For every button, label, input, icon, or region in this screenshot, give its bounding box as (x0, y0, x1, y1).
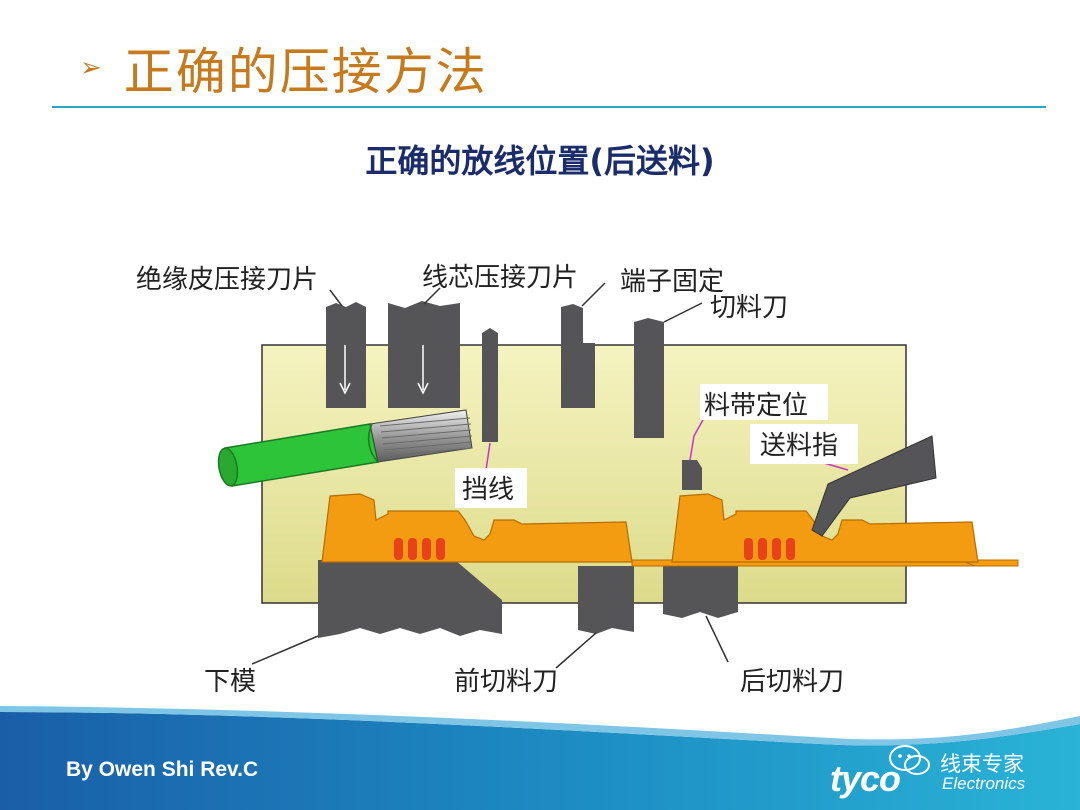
bullet-arrow-icon: ➢ (80, 53, 102, 83)
wire (217, 409, 473, 487)
leader-rear-cut (705, 615, 729, 663)
terminal-1 (321, 493, 633, 563)
label-terminal-fixing: 端子固定 (620, 267, 724, 297)
front-cut-knife (578, 566, 634, 634)
leader-front-cut (555, 632, 597, 669)
label-wire-stop: 挡线 (462, 475, 514, 505)
label-cutting-knife: 切料刀 (710, 293, 788, 323)
wechat-account-name: 线束专家 (940, 752, 1024, 776)
wire-stop-plate (482, 328, 498, 442)
insulation-crimp-blade (326, 302, 366, 408)
wire-stop-label-bg (455, 468, 527, 508)
strip-positioning-label-bg (700, 384, 828, 420)
terminal-hold-down (561, 304, 595, 408)
leader-wire-stop (485, 442, 491, 471)
feed-finger (811, 435, 937, 537)
lower-die (318, 560, 502, 638)
leader-cutting-knife (663, 302, 703, 323)
rear-cut-knife (663, 566, 738, 618)
label-front-cut-knife: 前切料刀 (454, 667, 558, 697)
strip-locator-pin (682, 460, 702, 490)
footer-author: By Owen Shi Rev.C (66, 758, 259, 781)
terminal-2 (671, 493, 979, 563)
wechat-icon (889, 745, 930, 775)
subtitle: 正确的放线位置(后送料) (365, 142, 715, 180)
label-rear-cut-knife: 后切料刀 (740, 667, 844, 697)
title-text: 正确的压接方法 (123, 43, 488, 101)
leader-terminal-fixing (581, 282, 606, 307)
label-lower-die: 下模 (204, 667, 256, 697)
slide-title: ➢ 正确的压接方法 (80, 38, 488, 101)
leader-insulation (329, 289, 343, 307)
brand-logo: tyco (830, 758, 901, 799)
footer-wave-highlight (0, 706, 1080, 746)
footer-band (0, 712, 1080, 810)
label-feed-finger: 送料指 (760, 431, 838, 461)
title-divider (52, 106, 1046, 108)
leader-lower-die (251, 635, 319, 665)
leader-core (423, 287, 441, 305)
label-strip-positioning: 料带定位 (704, 391, 808, 421)
label-insulation-blade: 绝缘皮压接刀片 (136, 265, 318, 295)
feed-finger-label-bg (750, 424, 858, 464)
brand-subtitle: Electronics (942, 774, 1026, 793)
cut-off-knife (634, 318, 664, 438)
label-core-blade: 线芯压接刀片 (422, 263, 578, 293)
core-crimp-blade (388, 301, 460, 408)
leader-strip-positioning (689, 417, 705, 461)
